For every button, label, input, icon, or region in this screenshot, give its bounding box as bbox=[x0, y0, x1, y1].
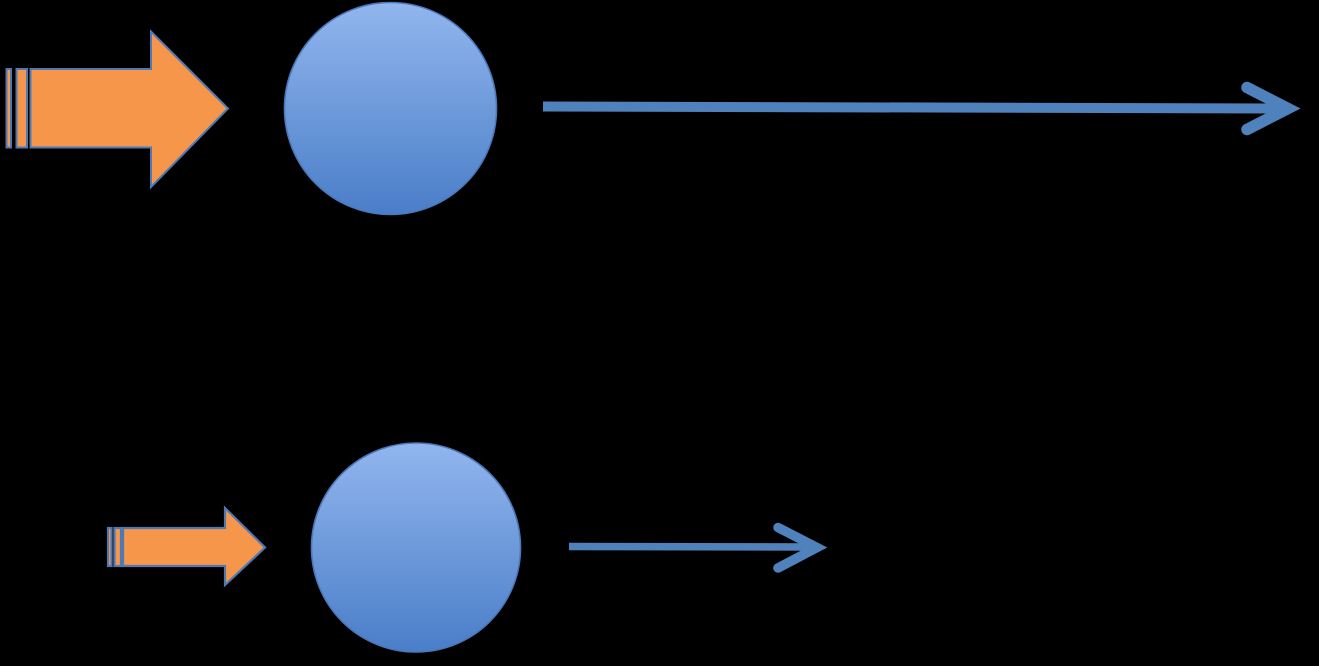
striped-arrow-small-body bbox=[121, 505, 267, 588]
sphere-large bbox=[283, 1, 498, 216]
striped-arrow-small bbox=[106, 505, 267, 588]
output-arrow-long-head bbox=[1241, 81, 1301, 136]
output-arrow-short bbox=[568, 522, 828, 573]
output-arrow-short-shaft bbox=[568, 542, 813, 551]
output-arrow-long bbox=[542, 81, 1301, 136]
striped-arrow-large-body bbox=[29, 29, 230, 190]
striped-arrow-small-stripe-2 bbox=[113, 526, 123, 568]
output-arrow-long-shaft bbox=[542, 101, 1284, 114]
sphere-small bbox=[310, 442, 522, 653]
striped-arrow-large-stripe-2 bbox=[15, 68, 28, 149]
striped-arrow-large bbox=[5, 29, 230, 190]
sphere-large-circle bbox=[283, 1, 498, 216]
output-arrow-short-head bbox=[773, 522, 828, 573]
striped-arrow-large-stripe-1 bbox=[5, 68, 12, 149]
striped-arrow-small-stripe-1 bbox=[106, 526, 113, 568]
sphere-small-circle bbox=[310, 442, 522, 653]
shape-layer bbox=[5, 1, 1301, 653]
